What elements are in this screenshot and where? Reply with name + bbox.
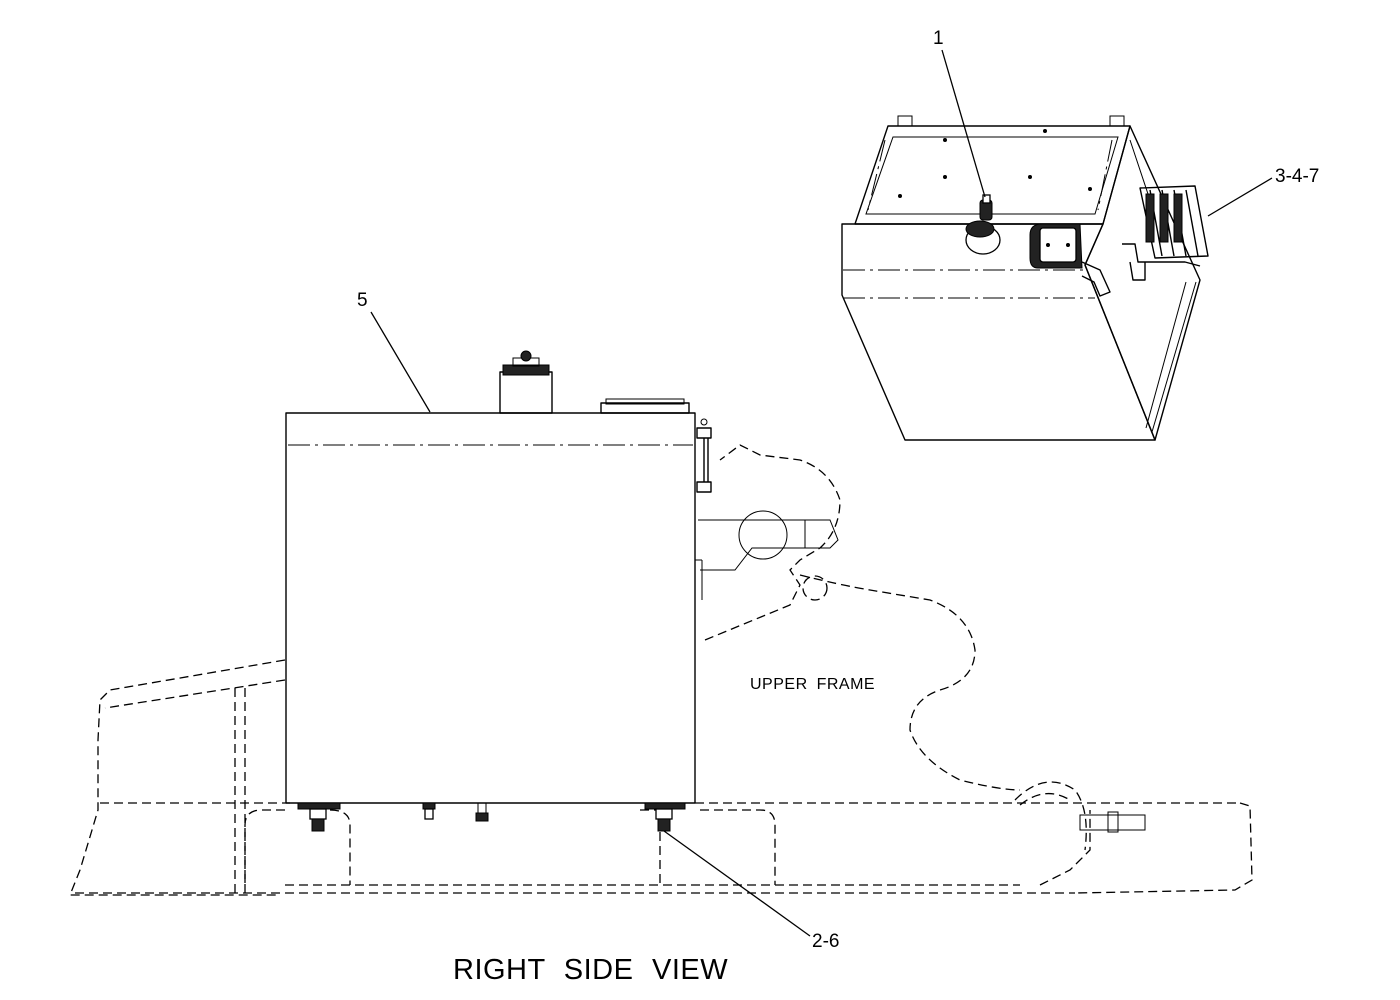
leader-3-4-7 xyxy=(1207,177,1273,217)
callout-2-6: 2-6 xyxy=(812,931,840,952)
view-title: RIGHT SIDE VIEW xyxy=(453,954,729,986)
leader-lines xyxy=(370,49,1273,937)
leader-5 xyxy=(370,311,431,413)
leader-1 xyxy=(941,49,986,198)
tank-top-inner-border xyxy=(865,136,1119,215)
callout-5: 5 xyxy=(357,290,368,311)
access-cover xyxy=(600,402,690,414)
upper-frame-label: UPPER FRAME xyxy=(750,676,876,693)
filler-housing xyxy=(499,371,553,414)
tank-isometric-view xyxy=(841,115,1209,441)
access-plate-iso xyxy=(1029,223,1111,297)
filler-cap-iso xyxy=(965,194,1001,255)
callout-1: 1 xyxy=(933,28,944,49)
hydraulic-tank-side-view xyxy=(285,350,712,832)
tank-bottom-fittings xyxy=(297,802,686,832)
sight-gauge xyxy=(696,418,712,493)
tank-front-face xyxy=(841,223,1156,441)
callout-3-4-7: 3-4-7 xyxy=(1275,166,1320,187)
leader-2-6 xyxy=(663,830,811,937)
upper-frame-outline xyxy=(69,444,1253,896)
step-iso xyxy=(1122,185,1209,281)
tank-side-face xyxy=(1084,125,1201,441)
top-bolts xyxy=(898,129,1092,210)
tank-body xyxy=(285,412,696,804)
